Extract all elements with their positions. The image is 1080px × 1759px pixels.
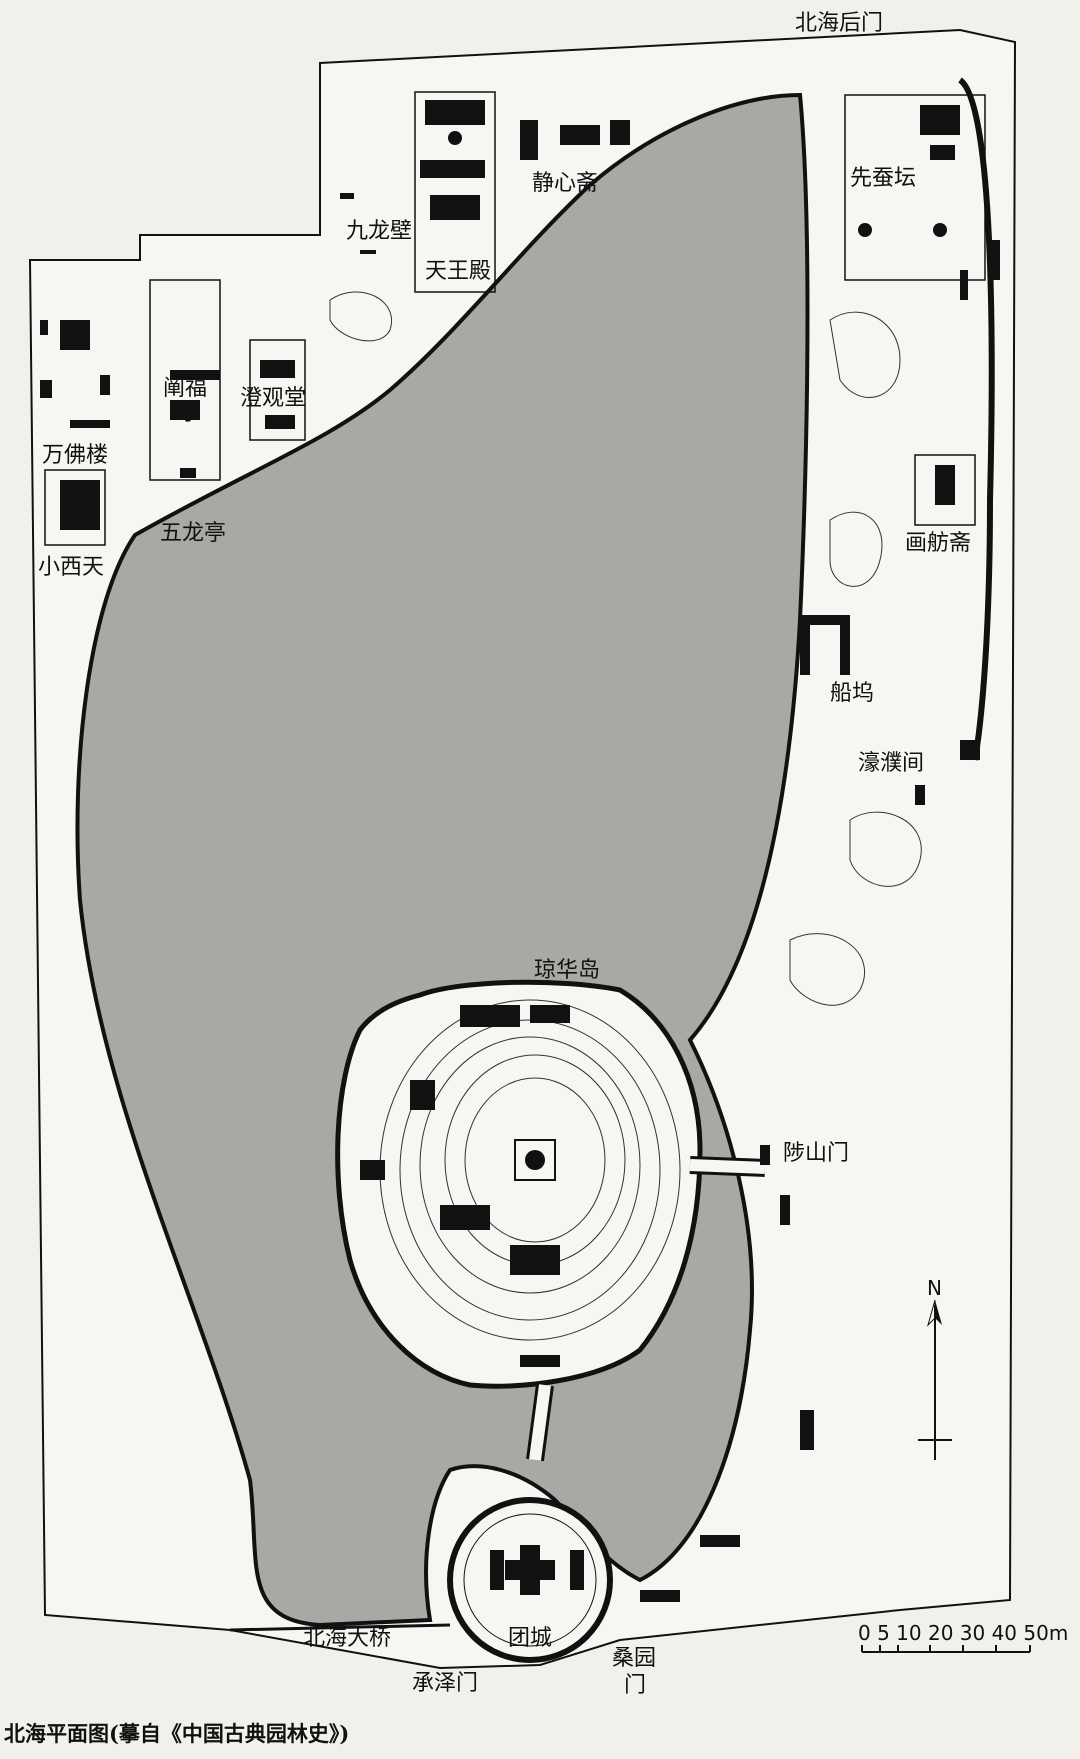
nw-buildings [40, 100, 630, 530]
label-wanfo-lou: 万佛楼 [42, 443, 108, 468]
qionghua-island [335, 979, 703, 1389]
scale-bar-ticks: 0 5 10 20 30 40 50m [858, 1621, 1068, 1645]
label-wulong-ting: 五龙亭 [160, 521, 226, 546]
east-contours [329, 291, 922, 1006]
label-chanfu-si-line1: 阐福 [163, 376, 207, 401]
label-tianwang-dian: 天王殿 [425, 259, 491, 284]
east-buildings [640, 105, 1000, 1602]
label-tuancheng: 团城 [508, 1626, 552, 1651]
label-xiaoxi-tian: 小西天 [38, 555, 104, 580]
label-jiulong-bi: 九龙壁 [346, 219, 412, 244]
label-qionghua-dao: 琼华岛 [534, 958, 600, 983]
compound-outlines [44, 91, 986, 546]
place-labels: 北海后门 静心斋 先蚕坛 九龙壁 天王殿 阐福 寺 澄观堂 万佛楼 五龙亭 小西… [38, 11, 971, 1698]
label-chuanwu: 船坞 [830, 681, 874, 706]
label-chengze-men: 承泽门 [412, 1671, 478, 1696]
tuancheng-fort [447, 1497, 613, 1663]
island-buildings [360, 1005, 570, 1367]
label-chanfu-si-line2: 寺 [175, 401, 197, 426]
island-bridge-fill [529, 1384, 551, 1461]
beihai-bridge [229, 1623, 451, 1632]
label-zhishan-men: 陟山门 [783, 1141, 849, 1166]
map-caption: 北海平面图(摹自《中国古典园林史》) [4, 1721, 350, 1746]
north-label: N [927, 1276, 942, 1300]
zhishan-bridge-fill [689, 1159, 766, 1174]
label-beihai-daqiao: 北海大桥 [303, 1626, 391, 1651]
white-pagoda [514, 1139, 556, 1181]
label-huafang-zhai: 画舫斋 [905, 531, 971, 556]
label-jingxin-zhai: 静心斋 [532, 171, 598, 196]
label-beihai-back-gate: 北海后门 [795, 11, 883, 36]
scale-bar: 0 5 10 20 30 40 50m [858, 1621, 1068, 1653]
label-sangyuan-men-line1: 桑园 [612, 1646, 656, 1671]
east-moat [957, 77, 995, 761]
north-arrow: N [918, 1276, 952, 1460]
label-chengguan-tang: 澄观堂 [240, 386, 306, 411]
label-xiancan-tan: 先蚕坛 [850, 166, 916, 191]
label-sangyuan-men-line2: 门 [624, 1673, 646, 1698]
label-haopu-jian: 濠濮间 [858, 751, 924, 776]
